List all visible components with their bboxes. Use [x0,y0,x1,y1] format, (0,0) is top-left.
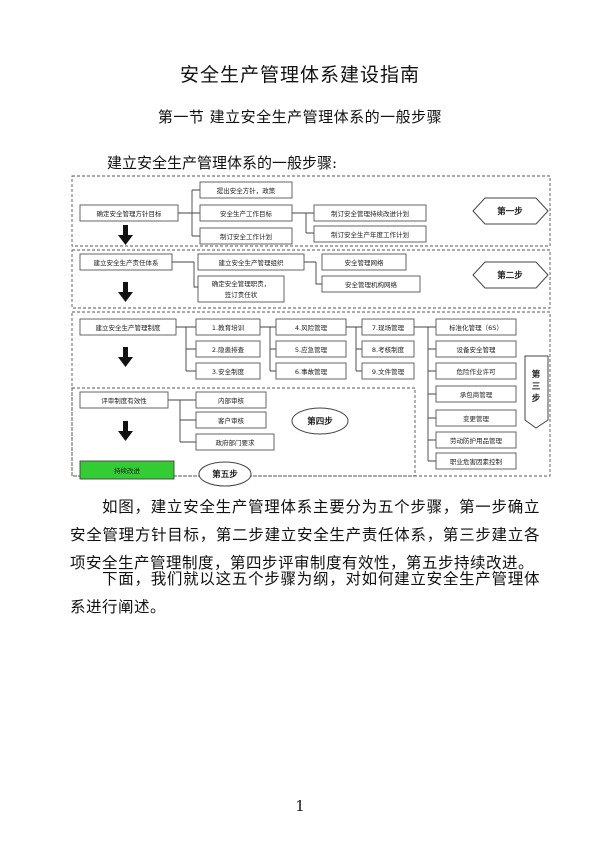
step4-sub: 政府部门要求 [216,438,256,447]
svg-text:第三步: 第三步 [532,369,541,404]
step3-subitem: 危险作业许可 [457,367,497,376]
step2-sub: 签订责任状 [225,290,258,299]
svg-text:第五步: 第五步 [212,469,238,480]
step5-main: 持续改进 [114,466,141,475]
body-paragraph: 如图，建立安全生产管理体系主要分为五个步骤，第一步确立安全管理方针目标，第二步建… [70,498,540,572]
step3-item: 8.考核制度 [372,345,405,354]
lead-text: 建立安全生产管理体系的一般步骤: [107,154,338,172]
step3-subitem: 标准化管理（6S） [449,323,503,332]
step3-main: 建立安全生产管理制度 [96,323,162,332]
step2-sub: 建立安全生产管理组织 [219,258,285,267]
svg-text:第一步: 第一步 [497,206,523,217]
body-paragraph: 下面，我们就以这五个步骤为纲，对如何建立安全生产管理体系进行阐述。 [70,570,540,616]
step1-sub: 提出安全方针，政策 [217,186,276,195]
step3-subitem: 劳动防护用品管理 [450,436,503,445]
continuous-improvement-box [79,460,175,480]
step2-main: 建立安全生产责任体系 [94,258,160,267]
step3-item: 4.风险管理 [295,323,328,332]
step3-item: 6.事故管理 [295,367,328,376]
step3-item: 2.隐患排查 [212,345,245,354]
step3-subitem: 承包商管理 [460,390,493,399]
step2-net: 安全管理网络 [345,258,385,267]
step3-subitem: 职业危害因素控制 [450,457,503,466]
step4-sub: 内部审核 [218,396,245,405]
step1-main: 确定安全管理方针目标 [97,209,163,218]
svg-text:第二步: 第二步 [497,270,523,281]
step3-item: 7.现场管理 [372,323,405,332]
document-title: 安全生产管理体系建设指南 [179,64,420,86]
step1-plan: 制订安全管理持续改进计划 [331,209,409,218]
step4-main: 评审制度有效性 [101,396,147,405]
svg-text:第四步: 第四步 [307,416,333,427]
step4-label: 第四步 [291,407,349,435]
step4-sub: 客户审核 [218,416,245,425]
step3-label: 第三步 [524,355,549,429]
step1-sub: 制订安全工作计划 [220,232,272,241]
step3-subitem: 变更管理 [463,414,490,423]
step5-label: 第五步 [198,461,252,487]
step2-net: 安全管理机构网络 [345,280,398,289]
step1-plan: 制订安全生产年度工作计划 [331,230,409,239]
step3-item: 3.安全制度 [212,367,245,376]
step1-sub: 安全生产工作目标 [220,209,273,218]
step1-label: 第一步 [472,197,549,225]
step1-group [71,175,551,247]
step2-label: 第二步 [472,261,549,289]
step3-item: 9.文件管理 [372,367,405,376]
step3-subitem: 设备安全管理 [457,345,497,354]
section-heading: 第一节 建立安全生产管理体系的一般步骤 [157,108,443,126]
down-arrows [118,225,133,441]
step3-item: 1.教育培训 [212,323,244,332]
step2-group [71,249,551,309]
step2-sub: 确定安全管理职责， [212,279,271,288]
step3-item: 5.应急管理 [295,345,328,354]
page-number: 1 [295,797,305,815]
